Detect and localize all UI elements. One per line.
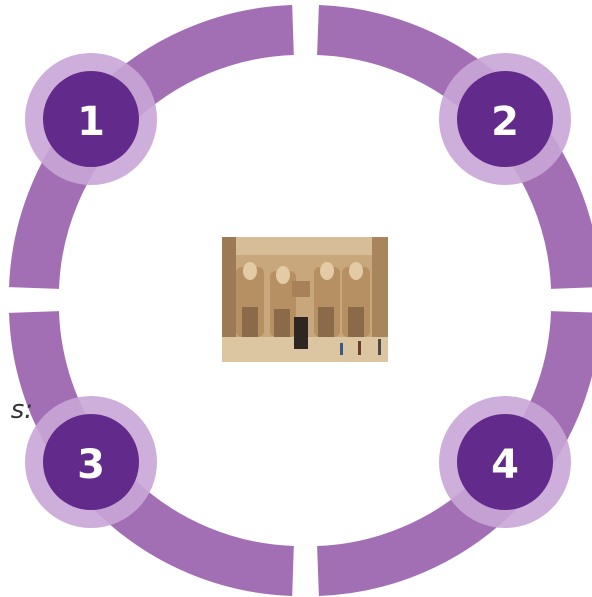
step-node-4: 4 xyxy=(439,396,571,528)
step-number: 4 xyxy=(491,442,519,488)
center-photo xyxy=(222,237,388,362)
step-node-3: 3 xyxy=(25,396,157,528)
step-node-1: 1 xyxy=(25,53,157,185)
step-number: 3 xyxy=(77,442,105,488)
step-number: 2 xyxy=(491,99,519,145)
step-number: 1 xyxy=(77,99,105,145)
step-node-2: 2 xyxy=(439,53,571,185)
stray-text-fragment: s: xyxy=(11,395,33,425)
